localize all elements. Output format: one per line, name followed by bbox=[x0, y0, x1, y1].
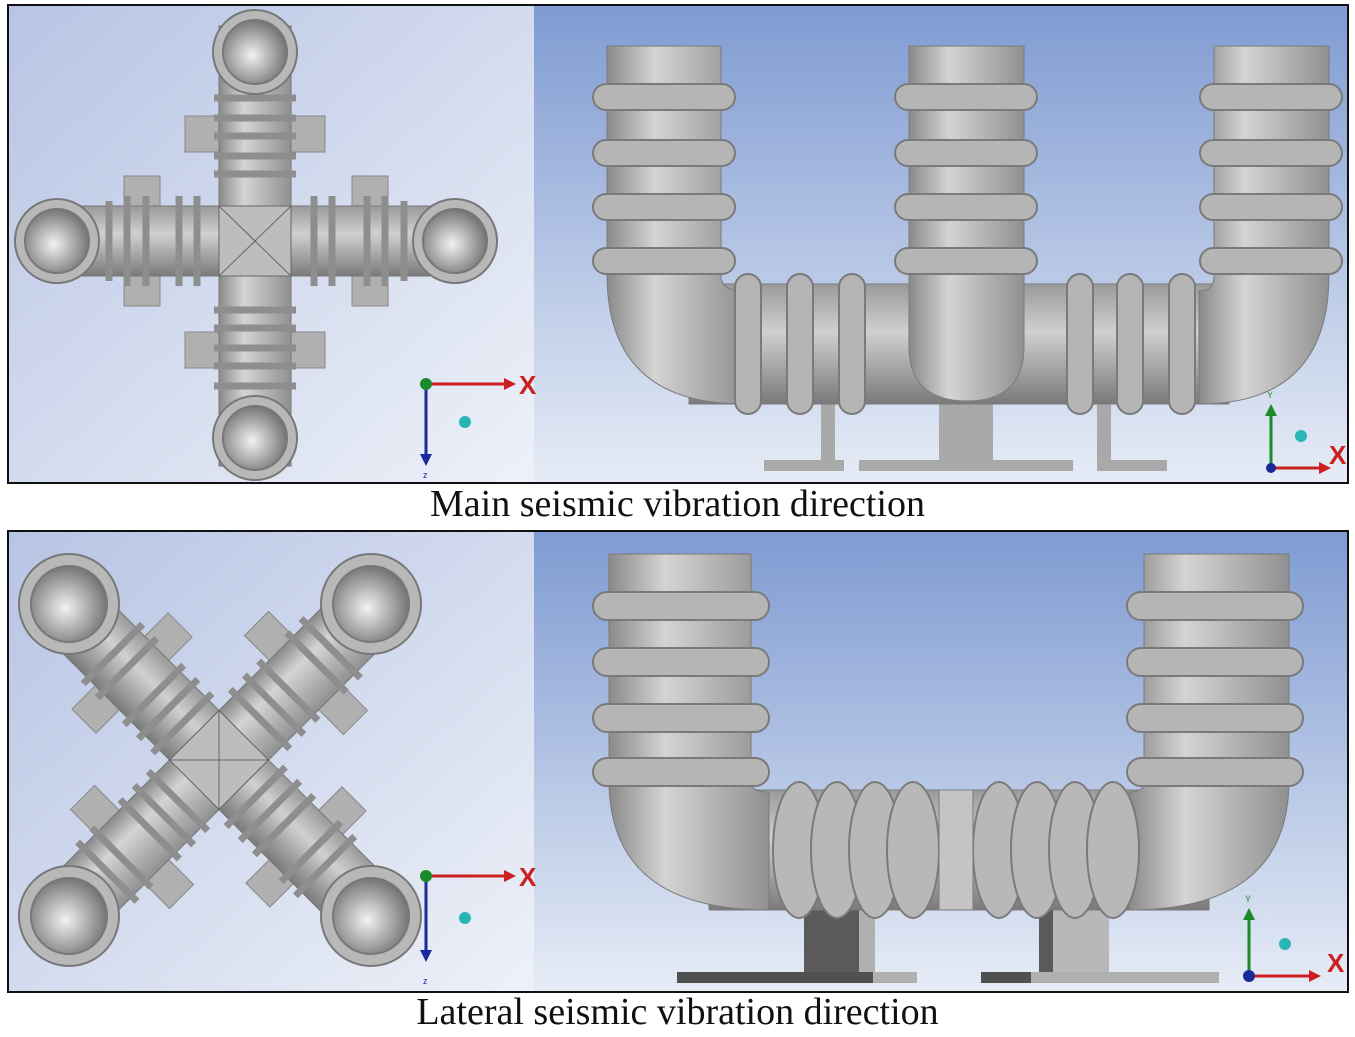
x-pipe-top-view bbox=[18, 553, 422, 967]
two-pipe-front-view bbox=[592, 553, 1304, 983]
x-axis-label: X bbox=[1329, 440, 1347, 470]
z-axis-label: z bbox=[423, 976, 428, 986]
z-axis-label: z bbox=[423, 470, 428, 480]
main-direction-panel: X z bbox=[7, 4, 1349, 484]
x-axis-label: X bbox=[519, 862, 537, 892]
x-axis-label: X bbox=[519, 370, 537, 400]
axis-triad-front-view: X Y bbox=[1265, 390, 1347, 474]
y-axis-label: Y bbox=[1245, 894, 1251, 904]
cross-pipe-top-view bbox=[14, 9, 498, 481]
axis-triad-top-view: X z bbox=[420, 370, 537, 480]
y-axis-label: Y bbox=[1267, 390, 1273, 400]
lateral-direction-figure: X z bbox=[9, 532, 1347, 991]
axis-triad-top-view: X z bbox=[420, 862, 537, 986]
three-pipe-front-view bbox=[592, 45, 1343, 471]
axis-triad-front-view: X Y bbox=[1243, 894, 1345, 982]
lateral-direction-caption: Lateral seismic vibration direction bbox=[416, 991, 939, 1033]
x-axis-label: X bbox=[1327, 948, 1345, 978]
lateral-direction-panel: X z bbox=[7, 530, 1349, 993]
main-direction-caption: Main seismic vibration direction bbox=[430, 483, 925, 525]
main-direction-figure: X z bbox=[9, 6, 1347, 482]
